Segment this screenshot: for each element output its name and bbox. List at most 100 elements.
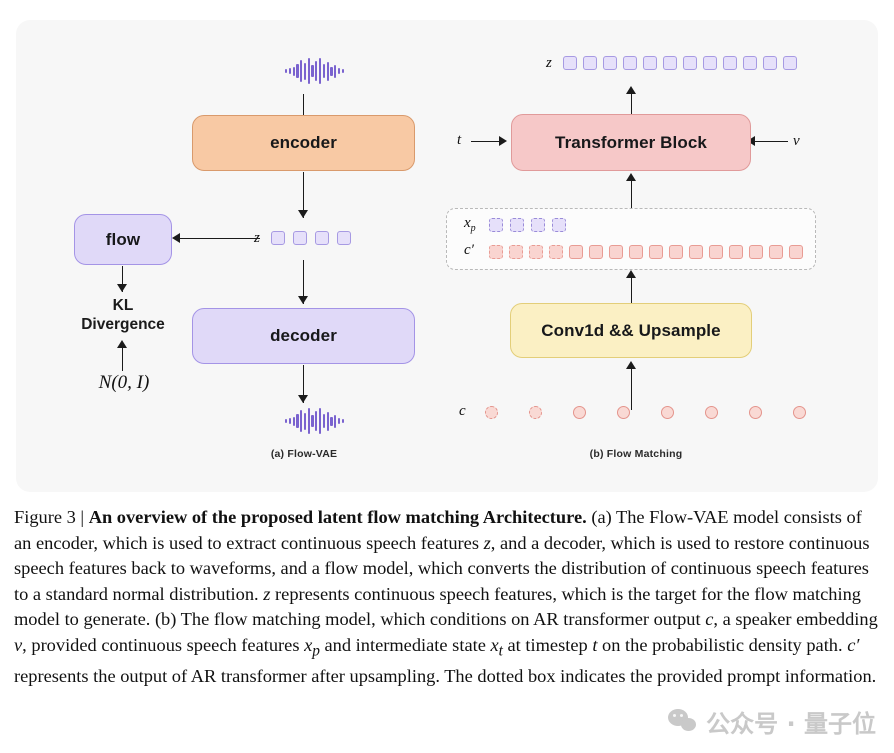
z-token <box>293 231 307 245</box>
arrow-z-to-flow <box>179 238 260 239</box>
waveform-bar <box>330 416 333 426</box>
output-waveform-icon <box>285 406 344 436</box>
caption-sym-xt: x <box>490 634 499 655</box>
waveform-bar <box>311 65 314 77</box>
cprime-token <box>649 245 663 259</box>
caption-part-b6: represents the output of AR transformer … <box>14 666 877 687</box>
caption-part-b2: , provided continuous speech features <box>22 634 305 655</box>
c-prompt-token <box>529 406 542 419</box>
arrow-prior-to-kl <box>122 345 123 371</box>
arrowhead-up <box>117 340 127 348</box>
waveform-bar <box>303 412 307 430</box>
caption-sym-cprime: c′ <box>847 634 860 655</box>
xp-token-row <box>489 218 566 232</box>
cprime-token <box>629 245 643 259</box>
z-token <box>643 56 657 70</box>
flow-block[interactable]: flow <box>74 214 172 265</box>
xp-subscript: p <box>470 223 476 234</box>
z-right-label: z <box>546 55 552 71</box>
z-token <box>703 56 717 70</box>
xp-symbol: x <box>464 215 471 231</box>
input-waveform-icon <box>285 56 344 86</box>
waveform-bar <box>303 62 307 80</box>
watermark: 公众号 · 量子位 <box>668 704 876 739</box>
watermark-text: 公众号 · 量子位 <box>706 710 876 738</box>
waveform-bar <box>292 416 295 426</box>
c-token <box>617 406 630 419</box>
waveform-bar <box>337 68 341 74</box>
timestep-label: t <box>457 132 462 148</box>
conv-upsample-block[interactable]: Conv1d && Upsample <box>510 303 752 358</box>
caption-part-b1: , a speaker embedding <box>713 609 878 630</box>
decoder-block[interactable]: decoder <box>192 308 415 364</box>
xp-token <box>489 218 503 232</box>
cprime-label: c′ <box>464 242 474 258</box>
c-prompt-token <box>485 406 498 419</box>
cprime-prompt-token <box>509 245 523 259</box>
c-token <box>793 406 806 419</box>
c-label: c <box>459 403 466 419</box>
arrow-flow-to-kl <box>122 266 123 292</box>
z-token <box>743 56 757 70</box>
z-right-token-row <box>563 56 797 70</box>
waveform-bar <box>300 410 303 432</box>
arrowhead-up <box>626 361 636 369</box>
arrow-encoder-to-z <box>303 172 304 218</box>
c-token <box>749 406 762 419</box>
arrowhead-left <box>172 233 180 243</box>
c-token-row <box>485 406 806 419</box>
arrowhead-down <box>298 395 308 403</box>
arrow-decoder-to-output <box>303 365 304 403</box>
xp-token <box>510 218 524 232</box>
caption-sym-t: t <box>592 634 598 655</box>
cprime-token <box>789 245 803 259</box>
figure-panel: encoder z flow KL Divergence N(0, I) dec… <box>16 20 878 492</box>
figure-caption: Figure 3 | An overview of the proposed l… <box>14 505 880 690</box>
c-token <box>705 406 718 419</box>
waveform-bar <box>319 58 322 84</box>
arrow-c-to-conv <box>631 366 632 410</box>
waveform-bar <box>288 68 291 74</box>
kl-line-1: KL <box>112 297 134 314</box>
waveform-bar <box>334 64 337 78</box>
prior-distribution-label: N(0, I) <box>98 372 150 393</box>
cprime-token <box>729 245 743 259</box>
arrowhead-up <box>626 86 636 94</box>
arrow-input-to-encoder <box>303 94 304 126</box>
z-left-token-row <box>271 231 351 245</box>
waveform-bar <box>292 66 295 76</box>
z-token <box>337 231 351 245</box>
waveform-bar <box>326 411 329 431</box>
cprime-prompt-token <box>549 245 563 259</box>
caption-part-a2: , and a decoder, which is used to restor… <box>14 532 870 604</box>
waveform-bar <box>341 419 344 423</box>
waveform-bar <box>296 414 299 428</box>
caption-sym-c: c <box>705 609 714 630</box>
waveform-bar <box>307 408 310 434</box>
cprime-token <box>669 245 683 259</box>
transformer-block[interactable]: Transformer Block <box>511 114 751 171</box>
caption-sym-xp-sub: p <box>312 642 320 660</box>
decoder-label: decoder <box>270 326 337 345</box>
waveform-bar <box>307 58 310 84</box>
caption-figure-number: Figure 3 | <box>14 507 89 527</box>
waveform-bar <box>341 69 344 73</box>
xp-token <box>531 218 545 232</box>
waveform-bar <box>326 61 329 81</box>
z-token <box>563 56 577 70</box>
z-token <box>723 56 737 70</box>
caption-sym-xt-sub: t <box>498 642 503 660</box>
xp-label: xp <box>464 215 476 234</box>
arrowhead-right <box>499 136 507 146</box>
arrow-t-to-transformer <box>471 141 504 142</box>
arrow-z-to-decoder <box>303 260 304 304</box>
encoder-block[interactable]: encoder <box>192 115 415 171</box>
z-token <box>783 56 797 70</box>
caption-part-a3: represents continuous speech features, w… <box>14 583 861 630</box>
wechat-icon <box>668 708 698 735</box>
conv-upsample-label: Conv1d && Upsample <box>541 320 721 340</box>
caption-sym-z2: z <box>263 583 271 604</box>
kl-line-2: Divergence <box>81 316 165 333</box>
cprime-token <box>609 245 623 259</box>
waveform-bar <box>285 419 288 423</box>
